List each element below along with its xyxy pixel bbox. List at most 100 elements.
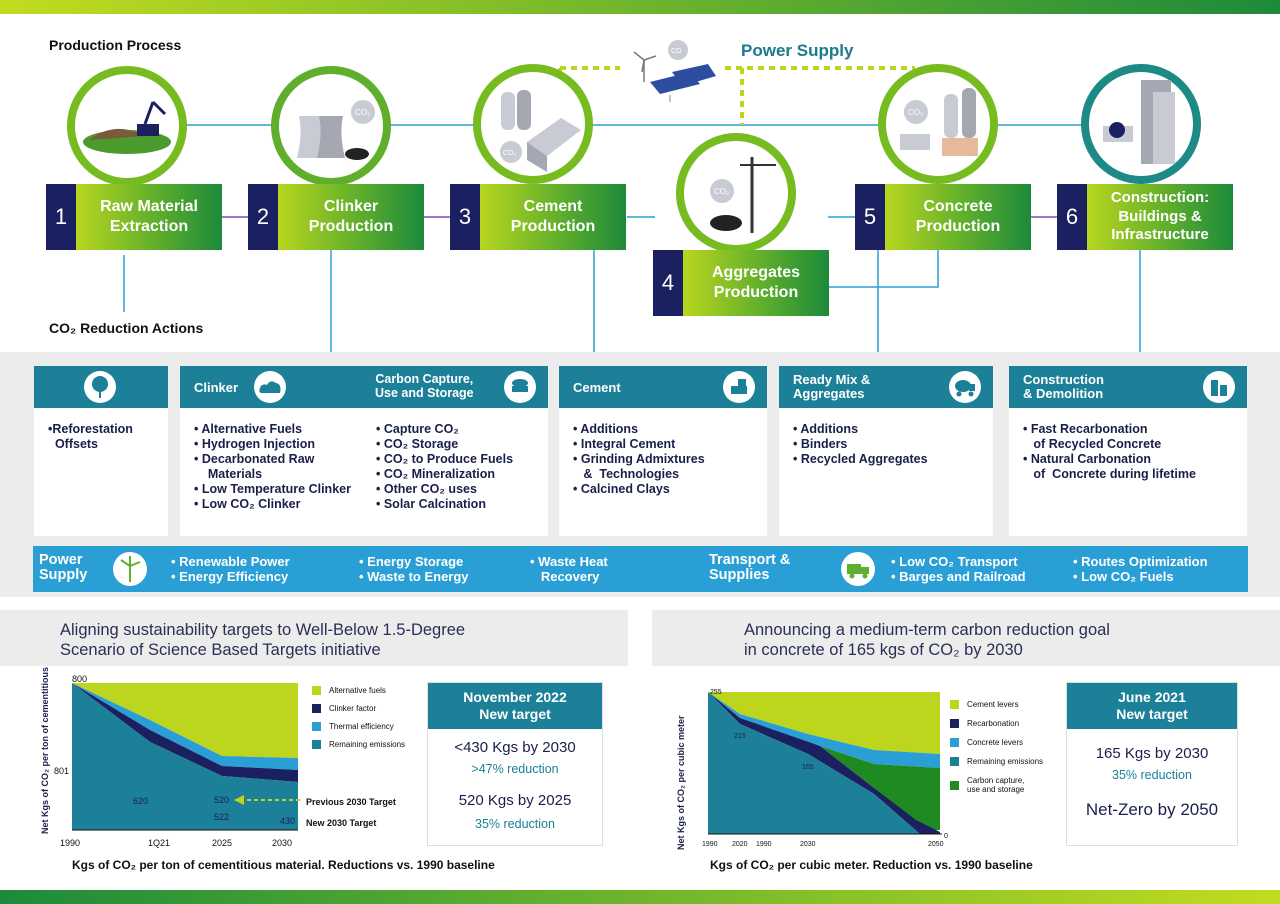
step-5-concrete[interactable]: 5 Concrete Production	[855, 184, 1031, 250]
production-process-heading: Production Process	[49, 37, 182, 53]
legend-item: Carbon capture, use and storage	[950, 776, 1024, 794]
legend-label: Thermal efficiency	[329, 722, 394, 731]
step-3-cement[interactable]: 3 Cement Production	[450, 184, 626, 250]
legend-label: Alternative fuels	[329, 686, 386, 695]
list-item: • Binders	[793, 437, 848, 451]
reduction-actions-heading: CO₂ Reduction Actions	[49, 320, 204, 336]
step-number: 3	[450, 184, 480, 250]
target-line-1: 165 Kgs by 2030	[1095, 745, 1209, 762]
crane-icon: CO₂	[710, 157, 776, 233]
power-supply-bar: Power Supply • Renewable Power • Energy …	[33, 546, 1248, 592]
list-item: • CO₂ Mineralization	[376, 467, 495, 481]
legend-item: Remaining emissions	[950, 757, 1043, 766]
list-item: • Calcined Clays	[573, 482, 670, 496]
x-tick-label: 1990	[702, 841, 718, 848]
data-label: 430	[280, 816, 295, 826]
wind-solar-icon: CO	[633, 40, 716, 102]
x-tick-label: 2050	[928, 841, 944, 848]
x-tick-label: 1990	[756, 841, 772, 848]
svg-text:CO₂: CO₂	[355, 108, 370, 117]
data-label: 620	[133, 796, 148, 806]
right-chart-ylabel: Net Kgs of CO₂ per cubic meter	[676, 715, 686, 850]
right-chart-caption: Kgs of CO₂ per cubic meter. Reduction vs…	[710, 858, 1033, 872]
list-item: • Recycled Aggregates	[793, 452, 928, 466]
cloud-icon	[254, 371, 286, 403]
y-tick-label: 0	[944, 833, 948, 840]
legend-item: Recarbonation	[950, 719, 1019, 728]
cooling-tower-icon: CO₂	[297, 100, 375, 160]
new-target-label: New 2030 Target	[306, 818, 376, 828]
area-cement-levers	[708, 692, 940, 754]
power-col-1: • Renewable Power • Energy Efficiency	[171, 554, 290, 584]
list-item: • CO₂ to Produce Fuels	[376, 452, 514, 466]
list-item: • CO₂ Storage	[376, 437, 459, 451]
list-item: • Integral Cement	[573, 437, 676, 451]
truck-icon	[841, 552, 875, 586]
target-line-3: 520 Kgs by 2025	[458, 792, 572, 809]
y-tick-label: 800	[72, 674, 87, 684]
legend-swatch	[950, 780, 959, 790]
card-construction: Construction & Demolition • Fast Recarbo…	[1009, 366, 1247, 536]
list-item: • Natural Carbonation of Concrete during…	[1023, 452, 1196, 481]
legend-item: Cement levers	[950, 700, 1019, 709]
left-subtitle: Aligning sustainability targets to Well-…	[60, 621, 466, 659]
list-item: •Reforestation Offsets	[48, 422, 133, 451]
step-4-aggregates[interactable]: 4 Aggregates Production	[653, 250, 829, 316]
target-card-header: June 2021 New target	[1067, 683, 1237, 729]
construction-circle	[1081, 64, 1201, 184]
power-col-2: • Energy Storage • Waste to Energy	[359, 554, 469, 584]
legend-item: Remaining emissions	[312, 740, 405, 749]
co2-storage-icon	[504, 371, 536, 403]
legend-label: Remaining emissions	[967, 757, 1044, 766]
process-connector-lines: CO	[123, 40, 1141, 352]
card-title: Ready Mix & Aggregates	[793, 372, 871, 401]
step-1-raw-material[interactable]: 1 Raw Material Extraction	[46, 184, 222, 250]
legend-label: Recarbonation	[967, 719, 1020, 728]
target-line-4: 35% reduction	[475, 817, 555, 831]
step-6-construction[interactable]: 6 Construction: Buildings & Infrastructu…	[1057, 184, 1233, 250]
area-alternative-fuels	[72, 683, 298, 758]
card-clinker: Clinker Carbon Capture, Use and Storage …	[180, 366, 548, 536]
building-icon	[1103, 80, 1175, 164]
excavator-icon	[83, 100, 171, 154]
clinker-circle: CO₂	[271, 66, 391, 186]
step-2-clinker[interactable]: 2 Clinker Production	[248, 184, 424, 250]
area-remaining-emissions	[708, 692, 920, 834]
legend-swatch	[950, 738, 959, 747]
right-subtitle: Announcing a medium-term carbon reductio…	[744, 621, 1110, 659]
legend-item: Alternative fuels	[312, 686, 386, 695]
legend-label: Concrete levers	[967, 738, 1024, 747]
list-item: • Low Temperature Clinker	[194, 482, 351, 496]
raw-material-circle	[67, 66, 187, 186]
target-arrow-head	[234, 795, 244, 805]
cement-plant-icon: CO₂	[500, 90, 581, 172]
x-tick-label: 1Q21	[148, 838, 170, 848]
card-header	[34, 366, 168, 408]
area-recarbonation	[708, 692, 940, 834]
area-thermal-efficiency	[72, 683, 298, 770]
svg-text:CO₂: CO₂	[503, 150, 517, 157]
card-header: Ready Mix & Aggregates	[779, 366, 993, 408]
legend-label: Clinker factor	[329, 704, 377, 713]
list-item: • Decarbonated Raw Materials	[194, 452, 315, 481]
area-clinker-factor	[72, 683, 298, 782]
step-number: 2	[248, 184, 278, 250]
card-header: Cement	[559, 366, 767, 408]
aggregates-circle: CO₂	[676, 133, 796, 253]
card-title-2: Carbon Capture, Use and Storage	[375, 372, 474, 400]
list-item: • Capture CO₂	[376, 422, 459, 436]
legend-swatch	[950, 719, 959, 728]
right-subtitle-bg	[652, 610, 1280, 666]
list-item: • Hydrogen Injection	[194, 437, 316, 451]
data-label: 165	[802, 764, 814, 771]
list-item: • Fast Recarbonation of Recycled Concret…	[1023, 422, 1162, 451]
legend-swatch	[312, 704, 321, 713]
x-tick-label: 1990	[60, 838, 80, 848]
data-label: 520	[214, 795, 229, 805]
left-chart-caption: Kgs of CO₂ per ton of cementitious mater…	[72, 858, 495, 872]
step-number: 6	[1057, 184, 1087, 250]
y-tick-label: 801	[54, 766, 69, 776]
step-label: Concrete Production	[885, 184, 1031, 250]
step-number: 4	[653, 250, 683, 316]
step-label: Raw Material Extraction	[76, 184, 222, 250]
